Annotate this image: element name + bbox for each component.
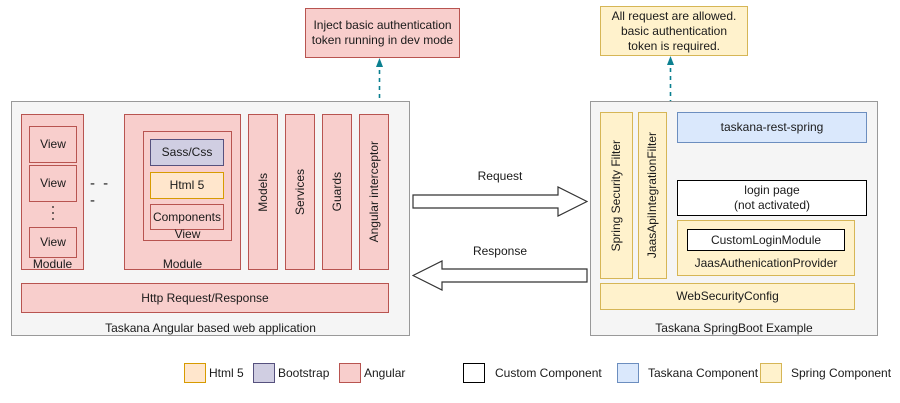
column-angular-interceptor: Angular interceptor bbox=[359, 114, 389, 270]
left-panel-caption-text: Taskana Angular based web application bbox=[105, 321, 316, 335]
legend-label-custom-component-text: Custom Component bbox=[495, 366, 602, 380]
legend-label-angular: Angular bbox=[364, 363, 434, 383]
module-b-item-components: Components bbox=[150, 204, 224, 230]
legend-swatch-html5 bbox=[184, 363, 206, 383]
legend-label-spring-component: Spring Component bbox=[791, 363, 900, 383]
module-separator: - - - bbox=[90, 175, 120, 209]
legend-label-taskana-component: Taskana Component bbox=[648, 363, 783, 383]
legend-swatch-custom-component bbox=[463, 363, 485, 383]
legend-label-custom-component: Custom Component bbox=[495, 363, 625, 383]
left-panel-caption: Taskana Angular based web application bbox=[11, 320, 410, 336]
request-label: Request bbox=[416, 168, 584, 184]
module-b-label-text: Module bbox=[162, 257, 203, 271]
module-b-view-label: View bbox=[143, 227, 232, 241]
response-arrow bbox=[412, 260, 588, 291]
column-guards: Guards bbox=[322, 114, 352, 270]
custom-login-module-label: CustomLoginModule bbox=[710, 232, 822, 247]
legend-label-html5-text: Html 5 bbox=[209, 366, 244, 380]
module-b-item-html5-label: Html 5 bbox=[169, 178, 205, 192]
login-page-line-2: (not activated) bbox=[733, 198, 811, 212]
module-a-ellipsis bbox=[29, 203, 77, 226]
legend-label-spring-component-text: Spring Component bbox=[791, 366, 892, 380]
jaas-authentication-provider-label-text: JaasAuthenicationProvider bbox=[694, 256, 838, 270]
column-services: Services bbox=[285, 114, 315, 270]
filter-jaas-api-integration: JaasApiIntegrationFilter bbox=[638, 112, 667, 279]
callout-right: All request are allowed. basic authentic… bbox=[600, 6, 748, 56]
module-a-label: Module bbox=[21, 257, 84, 271]
callout-left: Inject basic authentication token runnin… bbox=[305, 8, 460, 58]
login-page-box: login page (not activated) bbox=[677, 180, 867, 216]
login-page-line-1: login page bbox=[744, 183, 800, 197]
legend-label-taskana-component-text: Taskana Component bbox=[648, 366, 759, 380]
legend-swatch-spring-component bbox=[760, 363, 782, 383]
column-guards-label: Guards bbox=[329, 172, 344, 212]
module-a-view-3-label: View bbox=[40, 235, 66, 249]
column-services-label: Services bbox=[292, 168, 307, 215]
module-a-view-1-label: View bbox=[40, 137, 66, 151]
legend-swatch-taskana-component bbox=[617, 363, 639, 383]
http-request-response-bar: Http Request/Response bbox=[21, 283, 389, 313]
module-a-view-2: View bbox=[29, 165, 77, 202]
module-a-label-text: Module bbox=[32, 257, 73, 271]
web-security-config-label: WebSecurityConfig bbox=[676, 289, 779, 303]
column-models: Models bbox=[248, 114, 278, 270]
column-models-label: Models bbox=[255, 172, 270, 212]
http-request-response-label: Http Request/Response bbox=[141, 290, 269, 305]
callout-right-text: All request are allowed. basic authentic… bbox=[611, 8, 737, 53]
request-label-text: Request bbox=[477, 169, 523, 183]
legend-label-angular-text: Angular bbox=[364, 366, 406, 380]
legend-swatch-angular bbox=[339, 363, 361, 383]
request-arrow bbox=[412, 186, 588, 217]
legend-label-bootstrap-text: Bootstrap bbox=[278, 366, 330, 380]
filter-jaas-api-integration-label: JaasApiIntegrationFilter bbox=[645, 132, 659, 259]
callout-left-text: Inject basic authentication token runnin… bbox=[311, 18, 454, 47]
module-separator-text: - - - bbox=[90, 175, 111, 209]
response-label-text: Response bbox=[472, 244, 528, 258]
legend-swatch-bootstrap bbox=[253, 363, 275, 383]
right-panel-caption-text: Taskana SpringBoot Example bbox=[655, 321, 813, 335]
right-panel-caption: Taskana SpringBoot Example bbox=[590, 320, 878, 336]
module-a-view-2-label: View bbox=[40, 176, 66, 190]
module-b-item-sass-css-label: Sass/Css bbox=[161, 145, 213, 159]
column-angular-interceptor-label: Angular interceptor bbox=[366, 141, 381, 243]
filter-spring-security: Spring Security Filter bbox=[600, 112, 633, 279]
module-b-item-html5: Html 5 bbox=[150, 172, 224, 199]
legend-label-bootstrap: Bootstrap bbox=[278, 363, 358, 383]
jaas-authentication-provider-label: JaasAuthenicationProvider bbox=[677, 255, 855, 271]
module-b-item-components-label: Components bbox=[152, 209, 222, 224]
web-security-config-box: WebSecurityConfig bbox=[600, 283, 855, 310]
module-b-item-sass-css: Sass/Css bbox=[150, 139, 224, 166]
taskana-rest-spring-box: taskana-rest-spring bbox=[677, 112, 867, 143]
module-a-view-1: View bbox=[29, 126, 77, 163]
filter-spring-security-label: Spring Security Filter bbox=[609, 139, 623, 252]
module-b-label: Module bbox=[124, 257, 241, 271]
custom-login-module-box: CustomLoginModule bbox=[687, 229, 845, 251]
response-label: Response bbox=[416, 243, 584, 259]
module-a-view-3: View bbox=[29, 227, 77, 258]
vertical-ellipsis-icon bbox=[52, 205, 54, 224]
legend-label-html5: Html 5 bbox=[209, 363, 269, 383]
module-b-view-label-text: View bbox=[174, 227, 201, 241]
taskana-rest-spring-label: taskana-rest-spring bbox=[720, 120, 824, 134]
